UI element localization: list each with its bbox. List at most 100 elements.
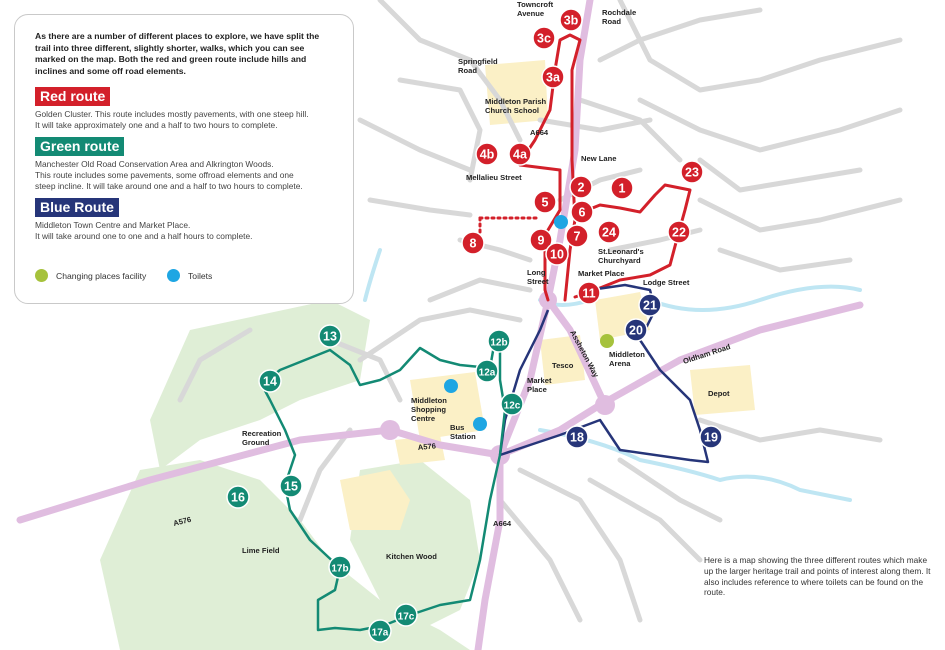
changing-places-icon <box>35 269 48 282</box>
stop-marker-label: 7 <box>574 230 581 244</box>
stop-marker-label: 1 <box>619 182 626 196</box>
stop-marker-13: 13 <box>318 324 342 348</box>
stop-marker-circle <box>328 555 352 579</box>
stop-marker-circle <box>667 220 691 244</box>
stop-marker-label: 8 <box>470 237 477 251</box>
stop-marker-11: 11 <box>577 281 601 305</box>
stop-marker-circle <box>570 200 594 224</box>
stop-marker-label: 2 <box>578 181 585 195</box>
stop-marker-12a: 12a <box>475 359 499 383</box>
stop-marker-3b: 3b <box>559 8 583 32</box>
toilets-label: Toilets <box>188 270 213 281</box>
legend-intro: As there are a number of different place… <box>35 31 320 76</box>
stop-marker-circle <box>565 425 589 449</box>
stop-marker-circle <box>624 318 648 342</box>
stop-marker-9: 9 <box>529 228 553 252</box>
stop-marker-label: 19 <box>704 431 718 445</box>
stop-marker-label: 12a <box>479 368 496 379</box>
stop-marker-circle <box>318 324 342 348</box>
label-depot: Depot <box>708 389 730 398</box>
stop-marker-circle <box>597 220 621 244</box>
stop-marker-circle <box>500 392 524 416</box>
label-oldham-road: Oldham Road <box>682 342 732 366</box>
stop-marker-19: 19 <box>699 425 723 449</box>
stop-marker-label: 18 <box>570 431 584 445</box>
route-red: Red route Golden Cluster. This route inc… <box>35 83 335 131</box>
toilet-icon <box>167 269 180 282</box>
stop-marker-label: 13 <box>323 330 337 344</box>
toilet-icon <box>444 379 458 393</box>
stop-marker-6: 6 <box>570 200 594 224</box>
changing-places-icon <box>600 334 614 348</box>
toilet-icon <box>473 417 487 431</box>
stop-marker-7: 7 <box>565 224 589 248</box>
label-new-lane: New Lane <box>581 154 616 163</box>
red-route-description: Golden Cluster. This route includes most… <box>35 109 309 131</box>
label-lodge-street: Lodge Street <box>643 278 690 287</box>
stop-marker-label: 17c <box>398 612 415 623</box>
stop-marker-4b: 4b <box>475 142 499 166</box>
stop-marker-circle <box>565 224 589 248</box>
label-a664-bottom: A664 <box>493 519 512 528</box>
stop-marker-circle <box>533 190 557 214</box>
stop-marker-label: 17a <box>372 628 389 639</box>
stop-marker-24: 24 <box>597 220 621 244</box>
stop-marker-8: 8 <box>461 231 485 255</box>
stop-marker-5: 5 <box>533 190 557 214</box>
stop-marker-18: 18 <box>565 425 589 449</box>
stop-marker-circle <box>638 293 662 317</box>
green-route-title: Green route <box>35 137 125 157</box>
stop-marker-label: 15 <box>284 480 298 494</box>
stop-marker-4a: 4a <box>508 142 532 166</box>
stop-marker-17c: 17c <box>394 603 418 627</box>
legend-toilets: Toilets <box>167 269 212 282</box>
stop-marker-circle <box>610 176 634 200</box>
stop-marker-3c: 3c <box>532 26 556 50</box>
label-kitchen-wood: Kitchen Wood <box>386 552 437 561</box>
stop-marker-circle <box>226 485 250 509</box>
green-route-description: Manchester Old Road Conservation Area an… <box>35 159 303 192</box>
stop-marker-label: 17b <box>331 564 348 575</box>
red-route-title: Red route <box>35 87 111 107</box>
stop-marker-22: 22 <box>667 220 691 244</box>
stop-marker-label: 21 <box>643 299 657 313</box>
label-tesco: Tesco <box>552 361 574 370</box>
stop-marker-16: 16 <box>226 485 250 509</box>
stop-marker-circle <box>475 142 499 166</box>
stop-marker-label: 3b <box>564 14 579 28</box>
label-market-place-top: Market Place <box>578 269 624 278</box>
stop-marker-label: 20 <box>629 324 643 338</box>
stop-marker-label: 3c <box>537 32 551 46</box>
blue-route-description: Middleton Town Centre and Market Place. … <box>35 219 253 241</box>
stop-marker-circle <box>487 329 511 353</box>
label-a576-left: A576 <box>172 515 192 528</box>
stop-marker-circle <box>529 228 553 252</box>
buildings <box>340 60 755 530</box>
stop-marker-label: 9 <box>538 234 545 248</box>
stop-marker-label: 14 <box>263 375 277 389</box>
stop-marker-20: 20 <box>624 318 648 342</box>
stop-marker-17b: 17b <box>328 555 352 579</box>
stop-marker-circle <box>699 425 723 449</box>
stop-marker-circle <box>508 142 532 166</box>
stop-marker-label: 6 <box>579 206 586 220</box>
stop-marker-23: 23 <box>680 160 704 184</box>
stop-marker-circle <box>577 281 601 305</box>
map-note: Here is a map showing the three differen… <box>704 555 931 598</box>
stop-marker-label: 10 <box>550 248 564 262</box>
label-a576-mid: A576 <box>417 441 436 452</box>
label-a664-top: A664 <box>530 128 549 137</box>
changing-places-label: Changing places facility <box>56 270 147 281</box>
stop-marker-circle <box>394 603 418 627</box>
stop-marker-17a: 17a <box>368 619 392 643</box>
